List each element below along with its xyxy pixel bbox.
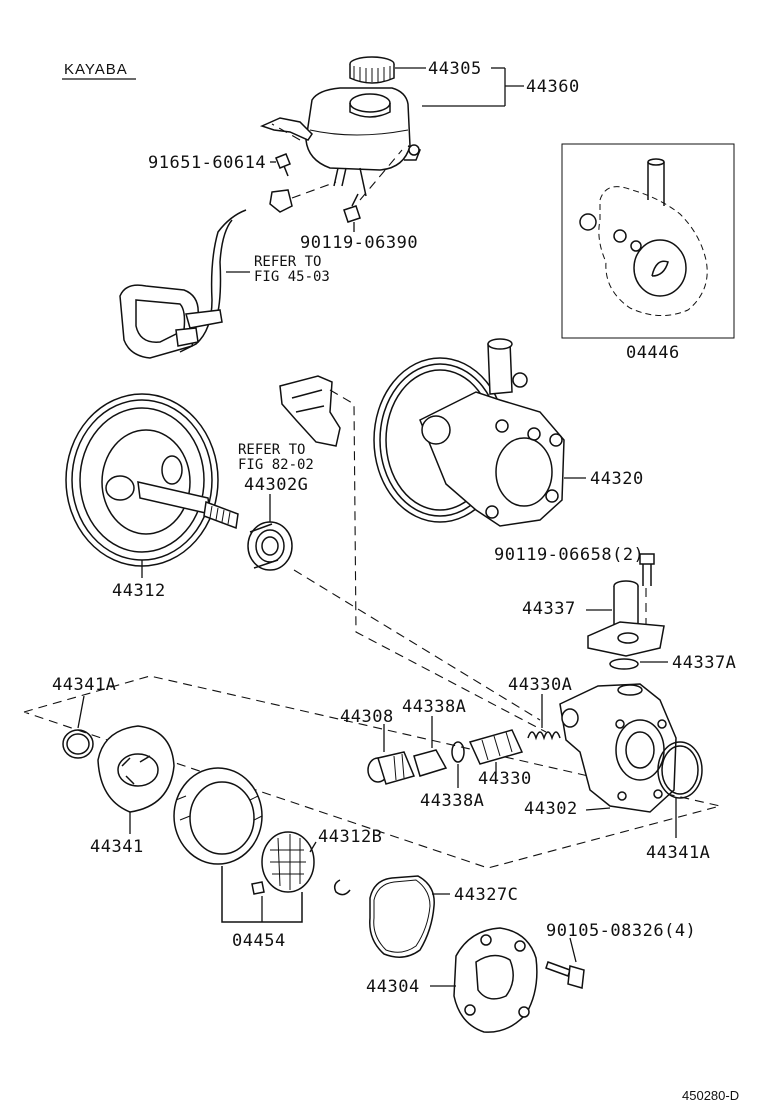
label-44338A-bottom: 44338A xyxy=(420,791,484,811)
label-44330A: 44330A xyxy=(508,675,572,695)
label-44327C: 44327C xyxy=(454,885,518,905)
label-44338A-top: 44338A xyxy=(402,697,466,717)
label-44341A-right: 44341A xyxy=(646,843,710,863)
ref-45-03-line2: FIG 45-03 xyxy=(254,269,330,285)
rotor xyxy=(261,831,315,893)
label-90119-06658: 90119-06658(2) xyxy=(494,545,644,565)
side-plate-44341 xyxy=(97,725,175,813)
union-44337 xyxy=(587,580,665,657)
pulley-shaft-44312 xyxy=(65,393,239,567)
valve-plug-44308 xyxy=(367,749,448,785)
label-44341A-left: 44341A xyxy=(52,675,116,695)
gasket-kit-04446 xyxy=(579,158,708,316)
label-44302: 44302 xyxy=(524,799,578,819)
label-44302G: 44302G xyxy=(244,475,308,495)
ref-82-02-line1: REFER TO xyxy=(238,442,305,458)
vane xyxy=(251,881,265,895)
oring-44341A-right xyxy=(657,741,703,799)
bolt-90119-06390 xyxy=(343,193,361,223)
ref-82-02-line2: FIG 82-02 xyxy=(238,457,314,473)
label-44330: 44330 xyxy=(478,769,532,789)
label-04454: 04454 xyxy=(232,931,286,951)
bolt-91651 xyxy=(275,153,291,177)
return-hose xyxy=(119,209,247,359)
diagram-code: 450280-D xyxy=(682,1088,739,1103)
label-90105-08326: 90105-08326(4) xyxy=(546,921,696,941)
label-44337: 44337 xyxy=(522,599,576,619)
kit-04446-box xyxy=(561,143,735,339)
bracket xyxy=(279,375,341,447)
bolt-90105-08326 xyxy=(545,961,585,989)
oring-44338A xyxy=(451,741,465,763)
oring-44341A-left xyxy=(62,729,94,759)
label-44312B: 44312B xyxy=(318,827,382,847)
bearing-44302G xyxy=(247,521,293,571)
label-44341: 44341 xyxy=(90,837,144,857)
label-44360: 44360 xyxy=(526,77,580,97)
label-44305: 44305 xyxy=(428,59,482,79)
spring-44330A xyxy=(527,731,561,741)
bolt-90119-06658 xyxy=(639,553,655,586)
label-44320: 44320 xyxy=(590,469,644,489)
label-90119-06390: 90119-06390 xyxy=(300,233,418,253)
gasket-44327C xyxy=(369,875,435,958)
label-04446: 04446 xyxy=(626,343,680,363)
label-44304: 44304 xyxy=(366,977,420,997)
label-44337A: 44337A xyxy=(672,653,736,673)
label-91651-60614: 91651-60614 xyxy=(148,153,266,173)
flow-valve-44330 xyxy=(468,729,524,765)
pump-assembly-44320 xyxy=(373,338,565,527)
ref-45-03-line1: REFER TO xyxy=(254,254,321,270)
oring-44337A xyxy=(609,658,639,670)
cam-ring xyxy=(173,767,263,865)
reservoir-assembly xyxy=(259,56,421,197)
cover-44304 xyxy=(453,927,538,1033)
label-44312: 44312 xyxy=(112,581,166,601)
label-44308: 44308 xyxy=(340,707,394,727)
housing-44302 xyxy=(559,683,677,813)
brand-label: KAYABA xyxy=(64,61,128,78)
snap-ring-44312B xyxy=(333,879,351,896)
